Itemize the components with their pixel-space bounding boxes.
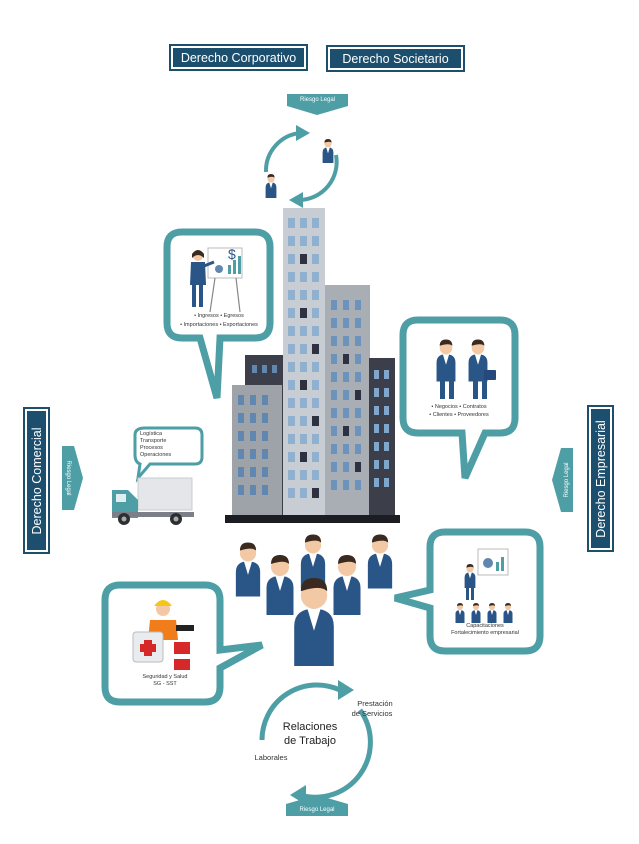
derecho-empresarial-label: Derecho Empresarial [587, 405, 614, 552]
person-icon [265, 174, 277, 198]
riesgo-legal-top-tag: Riesgo Legal [287, 94, 348, 106]
riesgo-legal-left-tag: Riesgo Legal [62, 446, 74, 510]
relaciones-title-line-2: de Trabajo [284, 735, 336, 747]
dollar-icon: $ [228, 246, 236, 262]
list-item: Operaciones [140, 452, 172, 458]
chevron-right-icon [74, 446, 83, 510]
finance-line-1: • Ingresos • Egresos [194, 313, 244, 319]
list-item: Logística [140, 431, 163, 437]
derecho-comercial-label: Derecho Comercial [23, 407, 50, 554]
chevron-left-icon [552, 448, 561, 512]
truck-bubble [133, 426, 204, 483]
chevron-up-icon [286, 795, 348, 804]
truck-icon [112, 477, 194, 525]
list-item: Transporte [140, 438, 167, 444]
finance-line-2: • Importaciones • Exportaciones [180, 322, 258, 328]
riesgo-legal-bottom-tag: Riesgo Legal [286, 804, 348, 816]
riesgo-legal-right-tag: Riesgo Legal [561, 448, 573, 512]
list-item: Procesos [140, 445, 163, 451]
laborales-label: Laborales [254, 753, 288, 762]
prestacion-line-1: Prestación [357, 699, 393, 708]
prestacion-line-2: de Servicios [351, 709, 393, 718]
riesgo-legal-text: Riesgo Legal [299, 807, 335, 813]
safety-line-1: Seguridad y Salud [142, 674, 188, 680]
person-icon [322, 139, 334, 163]
training-line-2: Fortalecimiento empresarial [451, 630, 519, 636]
briefcase-icon [484, 370, 496, 380]
safety-line-2: SG - SST [153, 681, 177, 687]
safety-illustration [132, 600, 194, 670]
truck-bubble-list: Logística Transporte Procesos Operacione… [140, 431, 200, 459]
presenter-illustration [190, 247, 243, 313]
business-bubble [399, 316, 519, 480]
training-line-1: Capacitaciones [466, 623, 504, 629]
relaciones-title-line-1: Relaciones [282, 721, 338, 733]
derecho-corporativo-label: Derecho Corporativo [169, 44, 308, 71]
buildings-illustration [225, 208, 400, 523]
training-illustration [455, 548, 513, 623]
derecho-societario-label: Derecho Societario [326, 45, 465, 72]
business-line-2: • Clientes • Proveedores [429, 412, 489, 418]
chevron-down-icon [287, 106, 348, 115]
business-line-1: • Negocios • Contratos [431, 404, 487, 410]
riesgo-legal-text: Riesgo Legal [299, 97, 336, 103]
top-cycle-arrows [263, 125, 339, 208]
